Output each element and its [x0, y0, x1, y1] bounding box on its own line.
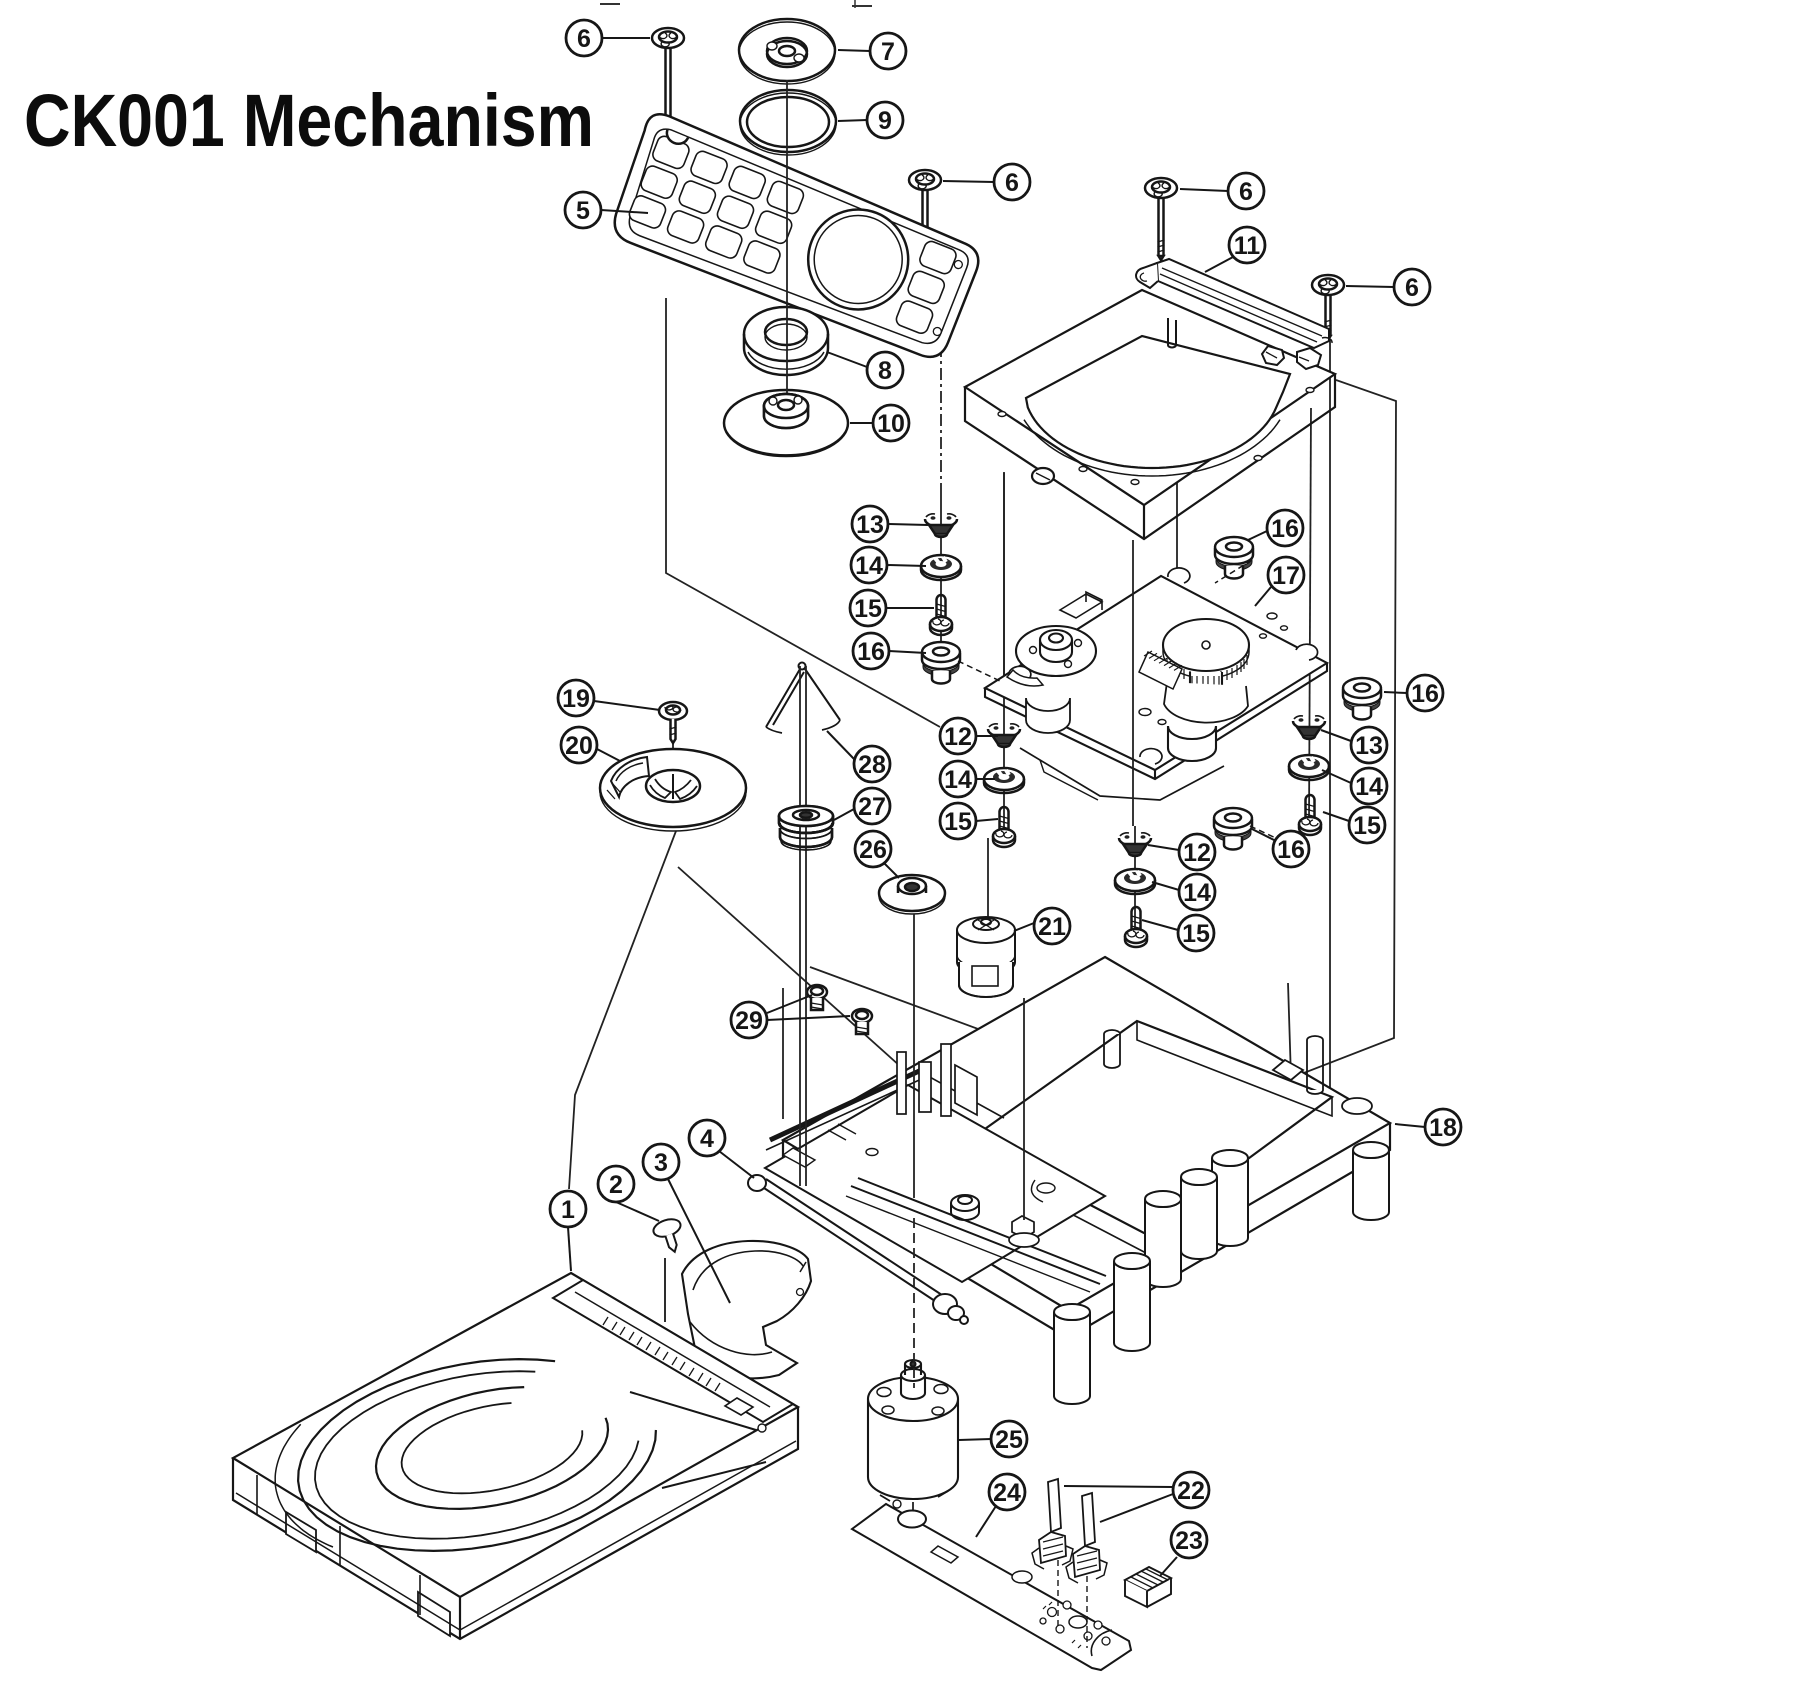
svg-text:17: 17 — [1272, 562, 1300, 590]
svg-text:14: 14 — [855, 552, 883, 580]
svg-text:8: 8 — [878, 357, 892, 385]
svg-text:CK001 Mechanism: CK001 Mechanism — [24, 79, 594, 162]
svg-text:1: 1 — [561, 1196, 575, 1224]
svg-text:13: 13 — [1355, 732, 1383, 760]
svg-text:10: 10 — [877, 410, 905, 438]
svg-text:21: 21 — [1038, 913, 1066, 941]
svg-text:18: 18 — [1429, 1114, 1457, 1142]
svg-text:16: 16 — [1277, 836, 1305, 864]
svg-text:5: 5 — [576, 197, 590, 225]
svg-text:15: 15 — [1353, 812, 1381, 840]
svg-text:26: 26 — [859, 836, 887, 864]
svg-text:14: 14 — [1355, 773, 1383, 801]
svg-text:28: 28 — [858, 751, 886, 779]
svg-text:12: 12 — [1183, 839, 1211, 867]
svg-text:3: 3 — [654, 1149, 668, 1177]
svg-text:15: 15 — [854, 595, 882, 623]
svg-text:2: 2 — [609, 1171, 623, 1199]
svg-text:25: 25 — [995, 1426, 1023, 1454]
svg-text:6: 6 — [577, 25, 591, 53]
svg-text:16: 16 — [1271, 515, 1299, 543]
svg-text:16: 16 — [857, 638, 885, 666]
svg-text:27: 27 — [858, 793, 886, 821]
svg-text:20: 20 — [565, 732, 593, 760]
svg-text:6: 6 — [1239, 178, 1253, 206]
svg-text:14: 14 — [1183, 879, 1211, 907]
svg-text:24: 24 — [993, 1479, 1021, 1507]
svg-text:22: 22 — [1177, 1477, 1205, 1505]
svg-text:15: 15 — [1182, 920, 1210, 948]
svg-text:15: 15 — [944, 808, 972, 836]
svg-text:16: 16 — [1411, 680, 1439, 708]
svg-text:11: 11 — [1234, 232, 1261, 260]
svg-text:9: 9 — [878, 107, 892, 135]
svg-text:4: 4 — [700, 1125, 714, 1153]
svg-text:12: 12 — [944, 723, 972, 751]
svg-text:29: 29 — [735, 1007, 763, 1035]
svg-text:13: 13 — [856, 511, 884, 539]
svg-text:7: 7 — [881, 38, 895, 66]
svg-text:19: 19 — [562, 685, 590, 713]
svg-text:14: 14 — [944, 766, 972, 794]
svg-text:23: 23 — [1175, 1527, 1203, 1555]
svg-text:6: 6 — [1405, 274, 1419, 302]
svg-text:6: 6 — [1005, 169, 1019, 197]
